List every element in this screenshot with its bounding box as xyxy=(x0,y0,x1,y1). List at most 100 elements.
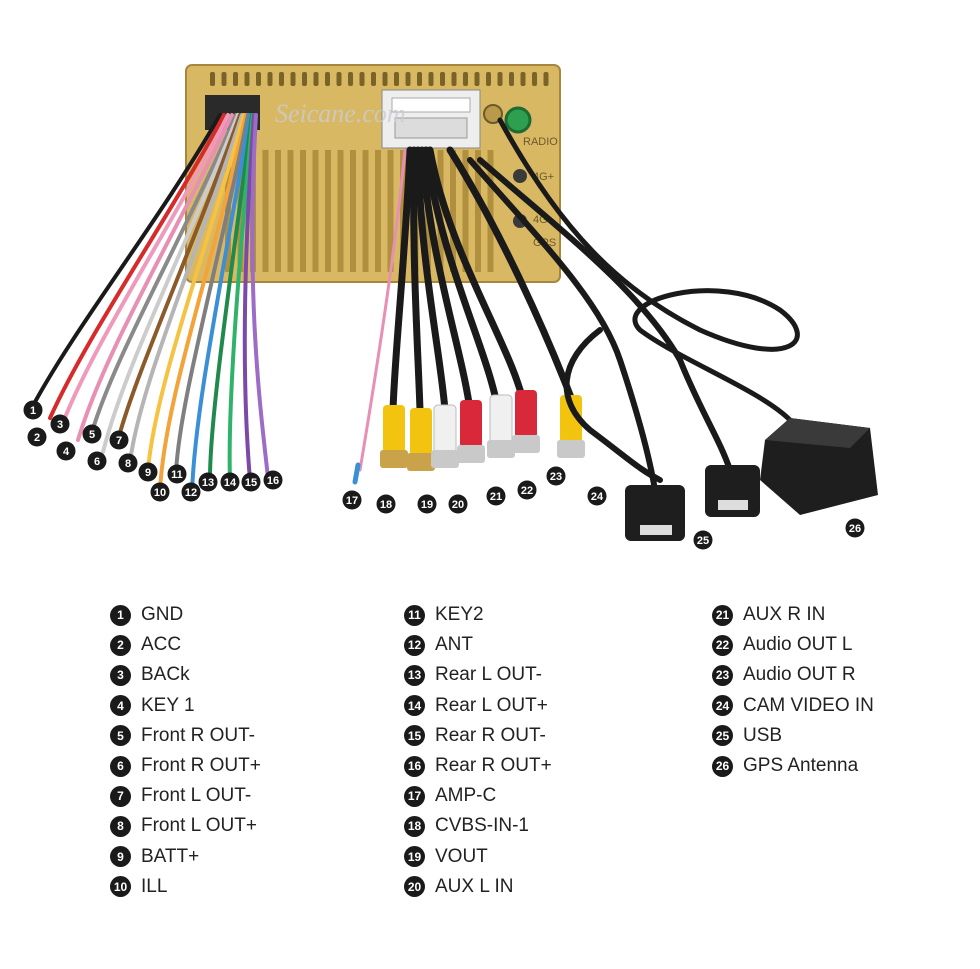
legend-label: BATT+ xyxy=(141,845,200,867)
heatsink-fin xyxy=(262,150,269,272)
legend-label: Audio OUT R xyxy=(743,664,856,686)
legend-number-badge: 15 xyxy=(404,725,425,747)
wiring-diagram: RADIO 4G+ 4G GPS Seicane.com xyxy=(23,64,878,550)
heatsink-fin xyxy=(362,150,369,272)
legend-label: Front R OUT- xyxy=(141,724,256,746)
callout-number: 20 xyxy=(452,499,464,511)
heatsink-fin xyxy=(325,150,331,272)
vent-slot xyxy=(371,72,376,86)
callout-12: 12 xyxy=(181,482,201,502)
rca-plug-yellow-2 xyxy=(407,408,435,471)
callout-11: 11 xyxy=(167,464,187,484)
callout-number: 4 xyxy=(63,446,70,458)
usb-connector-2 xyxy=(705,465,760,517)
legend-label: Front L OUT+ xyxy=(141,815,257,837)
vent-slot xyxy=(440,72,445,86)
legend-number-badge: 24 xyxy=(712,695,733,717)
callout-24: 24 xyxy=(587,486,607,506)
legend-number-badge: 18 xyxy=(404,815,425,837)
rca-plug-yellow-cam xyxy=(557,395,585,458)
4g-port-top xyxy=(513,169,527,183)
vent-slot xyxy=(486,72,491,86)
vent-slot xyxy=(279,72,284,86)
legend-number-badge: 25 xyxy=(712,725,733,747)
legend-label: USB xyxy=(743,724,783,746)
heatsink-fin xyxy=(387,150,394,272)
legend-label: AUX L IN xyxy=(435,875,514,897)
legend-label: GND xyxy=(141,604,184,626)
legend-number-badge: 21 xyxy=(712,604,733,626)
legend-number-badge: 14 xyxy=(404,695,425,717)
legend-label: Rear R OUT+ xyxy=(435,755,552,777)
callout-23: 23 xyxy=(546,466,566,486)
callout-number: 6 xyxy=(94,456,100,468)
legend-number-badge: 9 xyxy=(110,846,131,868)
legend-label: KEY2 xyxy=(435,604,484,626)
callout-26: 26 xyxy=(845,518,865,538)
vent-slot xyxy=(302,72,307,86)
vent-slot xyxy=(359,72,365,86)
legend-label: CVBS-IN-1 xyxy=(435,815,529,837)
rca-plug-white-2 xyxy=(487,394,515,458)
amp-c-wire-tip xyxy=(352,462,361,485)
rca-plug-yellow-1 xyxy=(380,405,408,468)
legend-label: Front L OUT- xyxy=(141,785,252,807)
rca-bundle xyxy=(358,146,576,472)
legend-label: ANT xyxy=(435,634,473,656)
legend-item: 1 GND xyxy=(110,600,261,630)
legend-label: BACk xyxy=(141,664,190,686)
vent-slot xyxy=(497,72,503,86)
rca-plug-white-1 xyxy=(431,404,459,468)
legend-item: 22 Audio OUT L xyxy=(712,630,874,660)
callout-7: 7 xyxy=(109,430,129,450)
callout-number: 10 xyxy=(154,487,166,499)
callout-number: 1 xyxy=(30,405,36,417)
vent-slot xyxy=(520,72,526,86)
vent-slot xyxy=(221,72,227,86)
callout-number: 9 xyxy=(145,467,151,479)
legend-number-badge: 13 xyxy=(404,664,425,686)
legend-number-badge: 1 xyxy=(110,604,131,626)
rca-plug-red-1 xyxy=(457,400,485,463)
legend-number-badge: 26 xyxy=(712,755,733,777)
gps-antenna xyxy=(760,418,878,515)
callout-number: 7 xyxy=(116,435,122,447)
legend-label: Rear L OUT- xyxy=(435,664,542,686)
callout-15: 15 xyxy=(241,472,261,492)
vent-slot xyxy=(210,72,215,86)
legend-label: Audio OUT L xyxy=(743,634,853,656)
callout-number: 24 xyxy=(591,491,604,503)
vent-slot xyxy=(417,72,422,86)
vent-slot xyxy=(382,72,388,86)
legend-number-badge: 23 xyxy=(712,664,733,686)
callout-number: 17 xyxy=(346,495,358,507)
vent-slot xyxy=(428,72,434,86)
legend-label: VOUT xyxy=(435,845,488,867)
callout-13: 13 xyxy=(198,472,218,492)
vent-slot xyxy=(543,72,549,86)
callout-number: 26 xyxy=(849,523,861,535)
callout-8: 8 xyxy=(118,453,138,473)
legend-number-badge: 17 xyxy=(404,785,425,807)
vent-slot xyxy=(405,72,411,86)
radio-port-label: RADIO xyxy=(523,136,558,148)
callout-19: 19 xyxy=(417,494,437,514)
legend-number-badge: 22 xyxy=(712,634,733,656)
legend-label: ACC xyxy=(141,634,182,656)
callout-20: 20 xyxy=(448,494,468,514)
vent-slot xyxy=(509,72,514,86)
heatsink-fin xyxy=(312,150,319,272)
